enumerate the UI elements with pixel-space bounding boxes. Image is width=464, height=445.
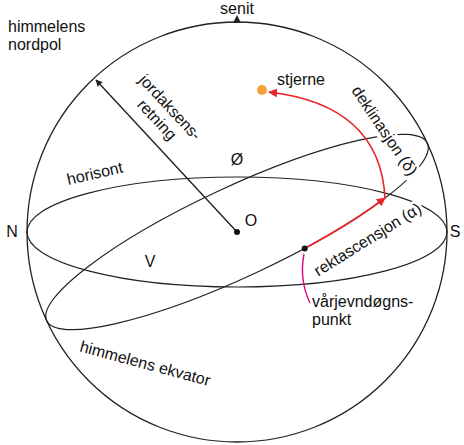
sky-label: Ø	[231, 151, 243, 169]
sky-label: S	[450, 223, 461, 241]
sky-label: deklinasjon (δ)	[346, 81, 422, 181]
sky-label: N	[6, 223, 18, 241]
sky-label: O	[245, 212, 257, 230]
sky-label: himmelens ekvator	[76, 337, 214, 391]
sky-label: rektascensjon (α)	[309, 199, 427, 282]
sky-label: himmelens nordpol	[8, 18, 118, 55]
leader-line	[302, 254, 310, 303]
star-dot	[257, 85, 267, 95]
sky-label: stjerne	[277, 71, 325, 89]
observer-dot	[234, 229, 240, 235]
sky-label: senit	[220, 0, 254, 18]
sky-label: horisont	[65, 159, 125, 190]
vernal-point-dot	[302, 245, 308, 251]
sky-label: vårjevndøgns- punkt	[312, 293, 432, 330]
sphere-outline	[27, 22, 447, 442]
sky-label: jordaksens- retning	[115, 65, 210, 163]
sky-label: V	[145, 253, 156, 271]
